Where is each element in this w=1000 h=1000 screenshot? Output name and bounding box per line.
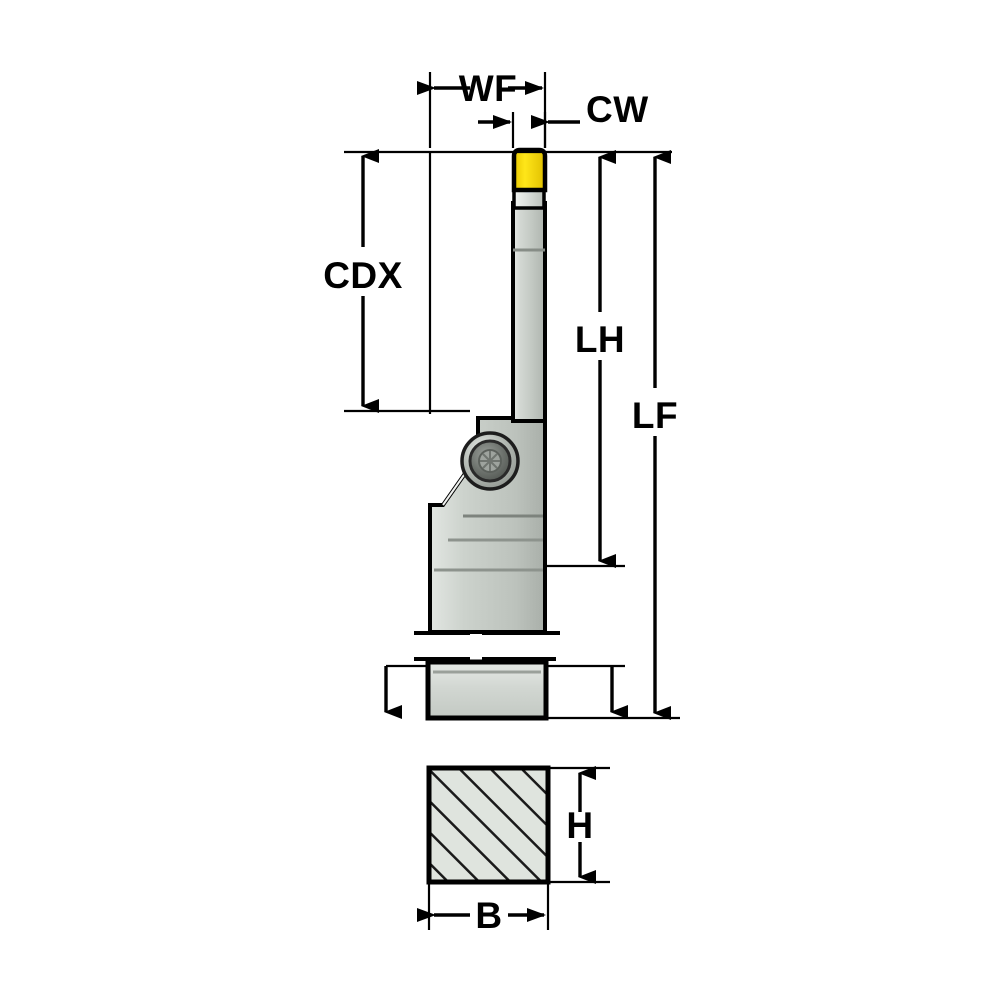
dimension-label-h: H: [566, 805, 593, 846]
dimension-label-lh: LH: [575, 319, 625, 360]
dimension-b: B: [417, 895, 546, 936]
carbide-insert: [511, 147, 548, 193]
dimension-lf: LF: [632, 150, 678, 720]
dimension-label-b: B: [475, 895, 502, 936]
extension-lines: [344, 72, 680, 930]
end-view-leader-arrows: [384, 666, 628, 719]
dimension-label-wf: WF: [459, 68, 518, 109]
dimension-cdx: CDX: [323, 149, 403, 413]
dimension-wf: WF: [417, 68, 544, 109]
shank-cross-section: [426, 765, 551, 885]
dimension-lh: LH: [575, 150, 625, 568]
screw-socket-star: [480, 451, 500, 471]
end-view-block: [425, 659, 549, 721]
dimension-label-cdx: CDX: [323, 255, 403, 296]
section-view: [426, 765, 551, 885]
tool-blade-neck: [511, 201, 547, 423]
dimension-h: H: [566, 766, 596, 884]
dimension-label-lf: LF: [632, 395, 678, 436]
dimension-label-cw: CW: [586, 89, 649, 130]
dimension-cw: CW: [478, 89, 649, 130]
front-view: [414, 147, 560, 635]
end-view: [414, 657, 556, 721]
